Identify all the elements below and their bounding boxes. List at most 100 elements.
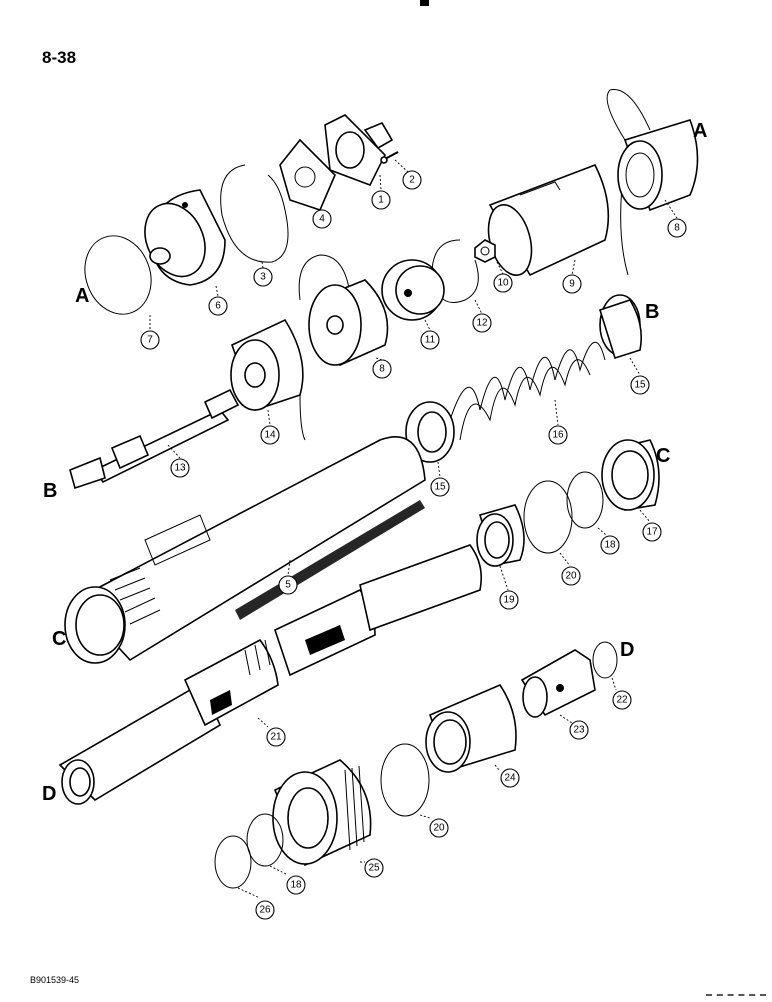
svg-text:10: 10: [497, 278, 509, 289]
callout-25: 25: [364, 858, 384, 878]
svg-text:15: 15: [634, 380, 646, 391]
part-20-o-ring-upper: [523, 480, 573, 554]
part-13-plunger-rod: [69, 388, 240, 490]
part-18-o-ring-upper: [566, 471, 604, 529]
ref-letter-c-left: C: [52, 628, 66, 650]
callout-24: 24: [500, 768, 520, 788]
callout-17: 17: [642, 522, 662, 542]
svg-text:2: 2: [409, 175, 415, 186]
callout-1: 1: [371, 190, 391, 210]
callout-9: 9: [562, 274, 582, 294]
callout-20-upper: 20: [561, 566, 581, 586]
callout-20-lower: 20: [429, 818, 449, 838]
callout-2: 2: [402, 170, 422, 190]
ref-letter-a-right: A: [693, 120, 707, 142]
part-18-o-ring-lower: [246, 813, 284, 867]
part-10-nut: [474, 239, 496, 263]
svg-text:11: 11: [425, 335, 436, 346]
part-8-coil-middle: [298, 254, 389, 367]
part-11-washer: [381, 259, 445, 321]
svg-text:14: 14: [264, 430, 276, 441]
callout-22: 22: [612, 690, 632, 710]
callout-7: 7: [140, 330, 160, 350]
callout-21: 21: [266, 727, 286, 747]
svg-text:23: 23: [573, 725, 585, 736]
callout-6: 6: [208, 296, 228, 316]
part-22-o-ring: [592, 641, 618, 679]
callout-12: 12: [472, 313, 492, 333]
leader-lines: [149, 159, 678, 899]
callout-15-lower: 15: [430, 477, 450, 497]
svg-text:20: 20: [565, 571, 577, 582]
callout-5: 5: [278, 575, 298, 595]
top-edge-mark: [420, 0, 429, 6]
svg-text:6: 6: [215, 301, 221, 312]
svg-text:21: 21: [270, 732, 282, 743]
part-4-gasket: [279, 138, 336, 211]
part-6-end-cap: [144, 189, 226, 286]
svg-text:19: 19: [503, 595, 515, 606]
part-20-o-ring-lower: [380, 743, 430, 817]
callout-19: 19: [499, 590, 519, 610]
callout-23: 23: [569, 720, 589, 740]
callout-18-upper: 18: [600, 535, 620, 555]
ref-letter-b-right: B: [645, 301, 659, 323]
svg-text:12: 12: [476, 318, 488, 329]
callout-13: 13: [170, 458, 190, 478]
svg-text:20: 20: [433, 823, 445, 834]
svg-text:26: 26: [259, 905, 271, 916]
part-16-spring: [449, 341, 606, 441]
svg-text:4: 4: [319, 214, 325, 225]
svg-text:18: 18: [290, 880, 302, 891]
svg-text:25: 25: [368, 863, 380, 874]
svg-text:5: 5: [285, 580, 291, 591]
part-26-o-ring: [214, 835, 252, 889]
ref-letter-d-left: D: [42, 783, 56, 805]
svg-text:18: 18: [604, 540, 616, 551]
svg-text:8: 8: [379, 364, 385, 375]
part-8-coil-top: [606, 89, 699, 276]
svg-text:17: 17: [646, 527, 658, 538]
callout-15-upper: 15: [630, 375, 650, 395]
part-7-o-ring: [84, 235, 152, 315]
callout-11: 11: [420, 330, 440, 350]
svg-text:24: 24: [504, 773, 516, 784]
part-15-spring-seat-upper: [599, 294, 643, 360]
svg-text:9: 9: [569, 279, 575, 290]
svg-text:13: 13: [174, 463, 186, 474]
svg-text:15: 15: [434, 482, 446, 493]
part-15-spring-seat-lower: [405, 401, 455, 463]
svg-text:8: 8: [674, 223, 680, 234]
svg-text:16: 16: [552, 430, 564, 441]
part-14-spacer: [230, 318, 306, 441]
part-12-snap-ring: [431, 239, 479, 303]
ref-letter-b-left: B: [43, 480, 57, 502]
part-23-adapter-fitting: [520, 649, 596, 718]
callout-10: 10: [493, 273, 513, 293]
svg-text:1: 1: [378, 195, 384, 206]
document-code: B901539-45: [30, 975, 80, 985]
callout-16: 16: [548, 425, 568, 445]
ref-letter-d-right: D: [620, 639, 634, 661]
svg-text:3: 3: [260, 272, 266, 283]
part-21-valve-spool: [58, 544, 483, 805]
svg-text:7: 7: [147, 335, 153, 346]
callout-14: 14: [260, 425, 280, 445]
part-9-sleeve: [487, 163, 610, 277]
part-19-backup-ring: [476, 504, 525, 567]
page-number: 8-38: [42, 48, 77, 67]
callout-3: 3: [253, 267, 273, 287]
ref-letter-a-left: A: [75, 285, 89, 307]
part-3-snap-ring: [220, 164, 289, 263]
callout-8-middle: 8: [372, 359, 392, 379]
callout-4: 4: [312, 209, 332, 229]
callout-26: 26: [255, 900, 275, 920]
part-25-threaded-nut: [272, 759, 372, 867]
corner-edge-mark: [706, 994, 766, 1002]
part-2-screw: [380, 151, 399, 164]
part-17-bushing: [601, 439, 660, 511]
ref-letter-c-right: C: [656, 445, 670, 467]
callout-8-top: 8: [667, 218, 687, 238]
part-1-connector-flange: [324, 114, 394, 187]
